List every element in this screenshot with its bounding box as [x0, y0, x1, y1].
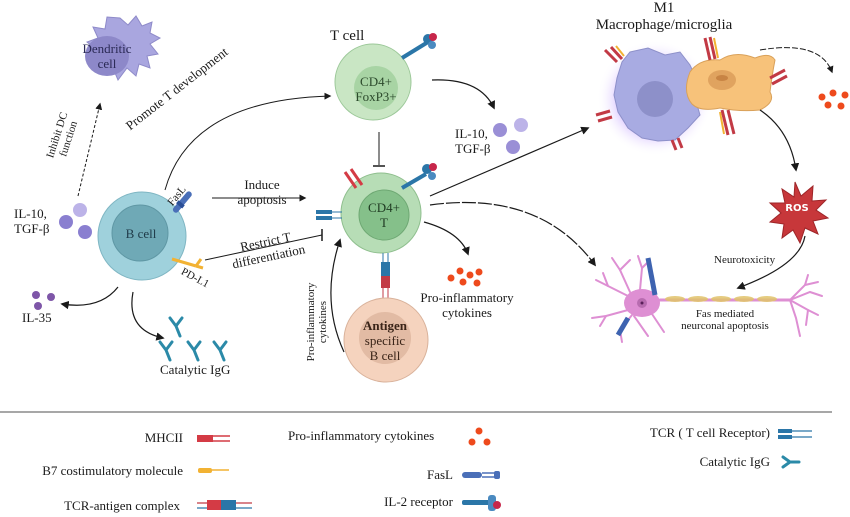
proinflam-mid-line2: cytokines: [442, 305, 492, 320]
arrow-microglia-cytokines: [759, 47, 834, 74]
macrophage-microglia-label: Macrophage/microglia: [595, 17, 733, 33]
catalytic-igg-label: Catalytic IgG: [160, 362, 231, 377]
legend-igg-label: Catalytic IgG: [699, 454, 770, 469]
dendritic-label-2: cell: [97, 56, 117, 71]
m1-label: M1: [653, 0, 675, 16]
b7-icon: [198, 468, 229, 473]
proinflam-vert-line1: Pro-inflammatory: [305, 282, 317, 362]
legend-b7-label: B7 costimulatory molecule: [42, 463, 183, 478]
m1-macrophage: [597, 40, 713, 156]
legend-cytokines-label: Pro-inflammatory cytokines: [288, 428, 435, 443]
igg-icon: [781, 455, 801, 469]
cd4-line1: CD4+: [368, 200, 400, 215]
il2-receptor-icon: [462, 495, 501, 511]
induce-line2: apoptosis: [237, 192, 287, 207]
catalytic-igg-group: [158, 316, 228, 362]
arrow-promote-t: [164, 92, 332, 191]
antigen-line3: B cell: [369, 348, 401, 363]
antigen-line1: Antigen: [362, 318, 408, 333]
microglia: [686, 54, 776, 112]
mhcii-on-macrophage: [595, 36, 788, 151]
fas-line2: neurconal apoptosis: [681, 320, 769, 332]
il35-label: IL-35: [22, 310, 52, 325]
b7-on-macrophage: [615, 37, 725, 135]
ros-label: ROS: [785, 203, 809, 214]
mhcii-on-cd4: [343, 168, 364, 189]
arrow-igg: [131, 291, 165, 341]
dendritic-cell: [85, 15, 162, 81]
fasl-on-neuron: [615, 257, 658, 337]
neurotoxicity-label: Neurotoxicity: [714, 254, 776, 266]
arrow-cd4-neuron: [429, 201, 596, 267]
il10-left-line1: IL-10,: [14, 206, 47, 221]
fasl-icon: [462, 471, 500, 479]
tcr-icon: [778, 429, 812, 439]
il10-mid-line2: TGF-β: [455, 141, 491, 156]
treg-line1: CD4+: [360, 74, 392, 89]
il10-mid-label: IL-10, TGF-β: [455, 126, 491, 156]
tcr-antigen-icon: [197, 500, 252, 510]
il10-left-label: IL-10, TGF-β: [14, 206, 50, 236]
induce-apoptosis-label: Induce apoptosis: [232, 177, 292, 207]
arrow-microglia-ros: [759, 109, 800, 172]
proinflam-vertical-label: Pro-inflammatory cytokines: [305, 267, 329, 377]
antigen-specific-b-cell: [343, 297, 429, 383]
arrow-cd4-cytokines: [423, 221, 470, 256]
myelin-sheath: [665, 296, 777, 302]
treg-label: CD4+ FoxP3+: [350, 74, 402, 104]
dendritic-label-1: Dendritic: [82, 41, 132, 56]
dendritic-cell-label: Dendritic cell: [82, 41, 132, 71]
arrow-ros-neuron: [736, 235, 806, 290]
il2-receptor-on-treg: [400, 33, 437, 60]
il2-receptor-on-cd4: [400, 163, 437, 190]
cd4-t-cell: [340, 172, 422, 254]
proinflam-mid-line1: Pro-inflammatory: [420, 290, 514, 305]
cd4-line2: T: [380, 215, 388, 230]
mhcii-icon: [197, 435, 230, 442]
proinflam-vert-line2: cytokines: [317, 300, 329, 344]
dendritic-cell-nucleus: [85, 36, 129, 76]
treg-line2: FoxP3+: [355, 89, 397, 104]
tcr-antigen-complex: [381, 253, 390, 300]
antigen-b-label: Antigen specific B cell: [355, 318, 415, 363]
proinflam-mid-label: Pro-inflammatory cytokines: [412, 290, 522, 320]
treg-cell: [334, 43, 412, 121]
arrow-treg-il10: [431, 79, 495, 110]
legend-fasl-label: FasL: [427, 467, 453, 482]
arrow-il35: [60, 286, 119, 310]
t-cell-header: T cell: [330, 28, 365, 44]
legend-il2-receptor-label: IL-2 receptor: [384, 494, 453, 509]
b-cell-label: B cell: [125, 226, 157, 241]
arrow-cd4-macrophage: [429, 126, 590, 197]
legend-tcr-antigen-label: TCR-antigen complex: [64, 498, 180, 513]
tcr-on-cd4: [316, 210, 342, 220]
macrophage-header: M1 Macrophage/microglia: [574, 0, 754, 34]
il10-particles-left: [59, 203, 92, 239]
proinflam-cytokine-particles-mid: [447, 267, 483, 287]
fas-mediated-label: Fas mediated neurconal apoptosis: [665, 308, 785, 332]
induce-line1: Induce: [244, 177, 280, 192]
il10-particles-mid: [493, 118, 528, 154]
ros-burst: [768, 181, 830, 245]
il10-mid-line1: IL-10,: [455, 126, 488, 141]
pdl1-on-b-cell: [171, 257, 204, 270]
il35-particles: [32, 291, 55, 310]
arrow-inhibit-dc: [77, 102, 103, 197]
fasl-on-b-cell: [172, 191, 192, 213]
fas-line1: Fas mediated: [695, 308, 755, 320]
cd4-t-label: CD4+ T: [358, 200, 410, 230]
cytokines-icon: [468, 427, 491, 446]
il10-left-line2: TGF-β: [14, 221, 50, 236]
antigen-line2: specific: [364, 333, 406, 348]
arrow-restrict-t: [204, 234, 323, 261]
proinflam-cytokine-particles-right: [818, 89, 849, 110]
b-cell: [97, 191, 187, 281]
legend-tcr-label: TCR ( T cell Receptor): [649, 425, 770, 440]
legend-mhcii-label: MHCII: [144, 430, 183, 445]
arrow-proinflam-vertical: [330, 238, 345, 353]
